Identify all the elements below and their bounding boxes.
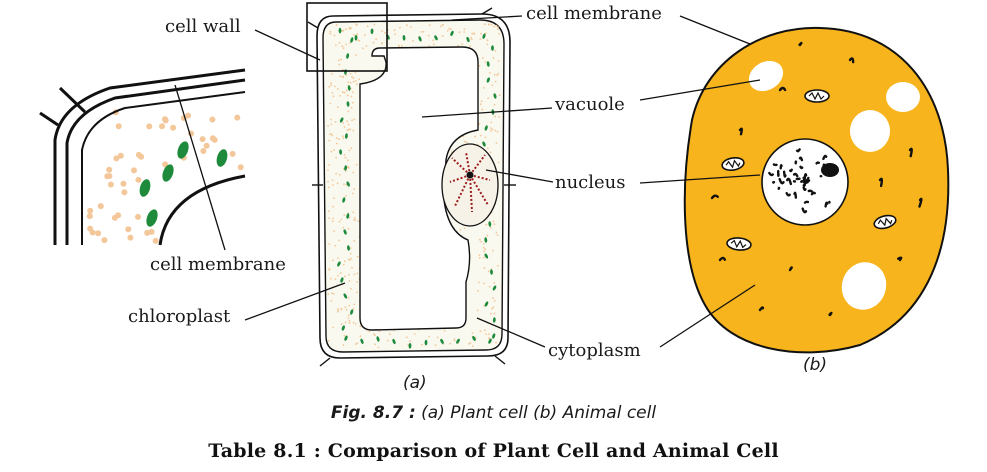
animal-nucleolus <box>821 163 839 177</box>
animal-vacuoles <box>748 60 920 310</box>
label-vacuole: vacuole <box>554 94 625 115</box>
plant-cell-wall-outer <box>316 13 511 359</box>
magnification-box <box>306 2 388 72</box>
label-cell-wall: cell wall <box>165 16 241 37</box>
leader-cell-wall <box>254 29 321 61</box>
label-chloroplast: chloroplast <box>128 306 231 327</box>
leader-cell-membrane-inset <box>174 84 226 251</box>
table-title: Table 8.1 : Comparison of Plant Cell and… <box>208 440 779 462</box>
inset-vacuole-boundary <box>158 174 246 246</box>
inset-cell-wall-outer <box>53 68 246 245</box>
label-cell-membrane-top: cell membrane <box>526 3 662 24</box>
leader-nucleus <box>485 169 554 183</box>
animal-nucleus-chromatin <box>768 148 831 214</box>
plant-nucleolus <box>466 171 474 179</box>
label-nucleus: nucleus <box>555 172 626 193</box>
inset-cell-membrane <box>81 91 246 245</box>
leader-vacuole <box>421 107 553 118</box>
inset-magnified-cell-corner <box>39 68 246 246</box>
label-sub-b: (b) <box>803 355 827 375</box>
inset-chloroplasts <box>139 141 228 227</box>
leader-cell-membrane-right <box>679 15 751 45</box>
plant-nucleus-chromatin <box>449 151 491 213</box>
figure-caption-text: (a) Plant cell (b) Animal cell <box>415 403 657 423</box>
label-cytoplasm: cytoplasm <box>548 340 641 361</box>
plant-vacuole <box>359 46 479 331</box>
leader-chloroplast <box>244 282 346 321</box>
animal-cytoplasm-granules <box>710 41 923 317</box>
animal-mitochondria <box>721 89 897 251</box>
label-cell-membrane-inset: cell membrane <box>150 254 286 275</box>
inset-cell-wall-inner <box>65 78 246 245</box>
plant-cell <box>306 2 516 367</box>
leader-vacuole-animal <box>639 79 761 101</box>
leader-cytoplasm-animal <box>659 284 756 348</box>
leader-lines <box>174 15 761 348</box>
label-sub-a: (a) <box>403 373 427 393</box>
figure-number: Fig. 8.7 : <box>330 403 416 423</box>
leader-nucleus-animal <box>639 174 761 184</box>
leader-cytoplasm <box>476 317 546 348</box>
figure-caption: Fig. 8.7 : (a) Plant cell (b) Animal cel… <box>0 403 987 423</box>
leader-cell-membrane-top <box>451 15 523 21</box>
animal-cell <box>683 26 950 354</box>
